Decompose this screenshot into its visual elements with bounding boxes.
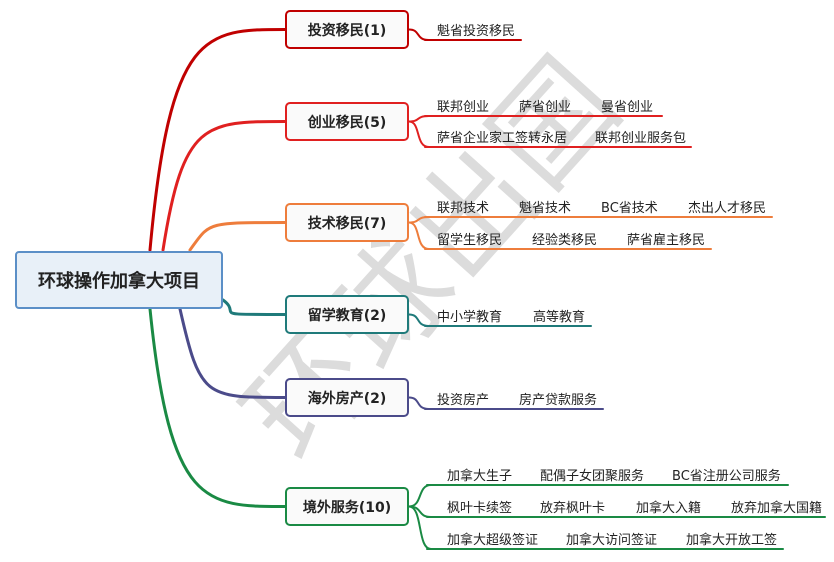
leaf-item: 加拿大超级签证	[447, 533, 539, 548]
leaf-item: 曼省创业	[601, 100, 654, 115]
leaf-item: 留学生移民	[437, 233, 503, 248]
branch-overseas-property: 海外房产(2)	[285, 378, 409, 417]
branch-skilled-immigration: 技术移民(7)	[285, 203, 409, 242]
leaf-item: 高等教育	[533, 310, 586, 325]
leaf-item: 放弃加拿大国籍	[731, 501, 823, 516]
leaf-item: 加拿大生子	[447, 469, 513, 484]
leaf-connector	[408, 396, 430, 410]
leaf-item: 魁省投资移民	[437, 24, 516, 39]
leaf-item: 魁省技术	[519, 201, 572, 216]
leaf-connector	[408, 221, 430, 250]
leaf-connector	[408, 484, 432, 508]
root-connector	[178, 307, 287, 399]
leaf-item: 加拿大开放工签	[686, 533, 778, 548]
leaf-item: 加拿大入籍	[636, 501, 702, 516]
leaf-item: BC省技术	[601, 201, 658, 216]
leaf-item: 中小学教育	[437, 310, 503, 325]
root-connector	[188, 221, 287, 252]
leaf-item: 萨省企业家工签转永居	[437, 131, 568, 146]
leaf-item: 放弃枫叶卡	[540, 501, 606, 516]
root-connector	[161, 120, 287, 252]
branch-investment-immigration: 投资移民(1)	[285, 10, 409, 49]
leaf-item: 加拿大访问签证	[566, 533, 658, 548]
leaf-item: 联邦创业	[437, 100, 490, 115]
root-connector	[148, 28, 287, 252]
root-connector	[221, 298, 287, 316]
leaf-connector	[408, 28, 430, 41]
leaf-connector	[408, 313, 430, 327]
root-connector	[148, 307, 287, 508]
leaf-item: 萨省创业	[519, 100, 572, 115]
leaf-item: 萨省雇主移民	[627, 233, 706, 248]
leaf-item: 杰出人才移民	[688, 201, 767, 216]
leaf-item: 枫叶卡续签	[447, 501, 513, 516]
leaf-item: 联邦技术	[437, 201, 490, 216]
leaf-connector	[408, 120, 430, 148]
leaf-item: BC省注册公司服务	[672, 469, 781, 484]
branch-startup-immigration: 创业移民(5)	[285, 102, 409, 141]
leaf-item: 经验类移民	[532, 233, 598, 248]
branch-overseas-services: 境外服务(10)	[285, 487, 409, 526]
branch-study-education: 留学教育(2)	[285, 295, 409, 334]
leaf-connector	[408, 505, 432, 550]
leaf-item: 联邦创业服务包	[595, 131, 687, 146]
leaf-item: 配偶子女团聚服务	[540, 469, 645, 484]
leaf-item: 房产贷款服务	[519, 393, 598, 408]
root-node: 环球操作加拿大项目	[15, 251, 223, 309]
leaf-item: 投资房产	[437, 393, 490, 408]
